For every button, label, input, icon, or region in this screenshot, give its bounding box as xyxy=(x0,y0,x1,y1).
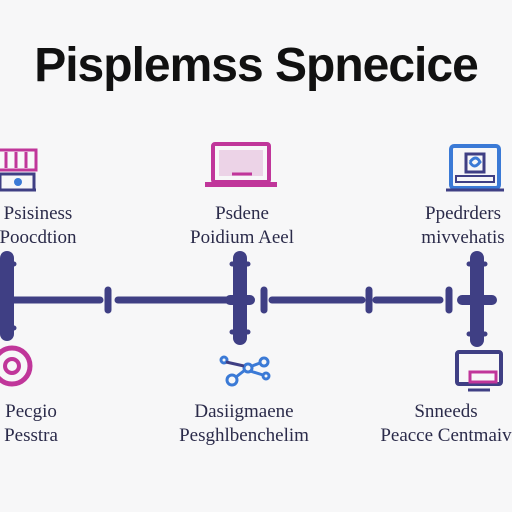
computer-screen-icon xyxy=(446,144,504,192)
node-label-line: mivvehatis xyxy=(421,227,505,248)
node-label-line: Ppedrders xyxy=(425,203,501,224)
node-label-line: Poocdtion xyxy=(0,227,77,248)
node-label-top-center: Psdene Poidium Aeel xyxy=(170,202,314,250)
timeline-connector xyxy=(0,286,453,314)
node-label-top-right: Ppedrders mivvehatis xyxy=(414,202,512,250)
node-label-bottom-right: Snneeds Peacce Centmaiv xyxy=(380,400,512,448)
keyboard-icon xyxy=(0,148,38,192)
node-label-line: Psdene xyxy=(215,203,269,224)
node-label-line: Pesstra xyxy=(4,425,58,446)
node-label-line: Pesghlbenchelim xyxy=(179,425,309,446)
node-label-line: Pecgio xyxy=(5,401,57,422)
node-label-line: Peacce Centmaiv xyxy=(380,425,512,446)
node-label-line: Psisiness xyxy=(3,203,73,224)
network-nodes-icon xyxy=(219,355,271,387)
node-post-center xyxy=(225,251,255,345)
node-label-line: Dasiigmaene xyxy=(194,401,294,422)
target-icon xyxy=(0,345,33,387)
node-label-bottom-left: Pecgio Pesstra xyxy=(0,400,66,448)
node-post-right xyxy=(457,251,497,347)
node-label-bottom-center: Dasiigmaene Pesghlbenchelim xyxy=(150,400,338,448)
laptop-icon xyxy=(205,142,277,187)
node-post-left xyxy=(0,251,17,341)
diagram-title: Pisplemss Spnecice xyxy=(34,39,479,92)
node-label-line: Poidium Aeel xyxy=(190,227,294,248)
node-label-top-left: Psisiness Poocdtion xyxy=(0,202,80,250)
node-label-line: Snneeds xyxy=(414,401,478,422)
monitor-icon xyxy=(455,350,503,392)
